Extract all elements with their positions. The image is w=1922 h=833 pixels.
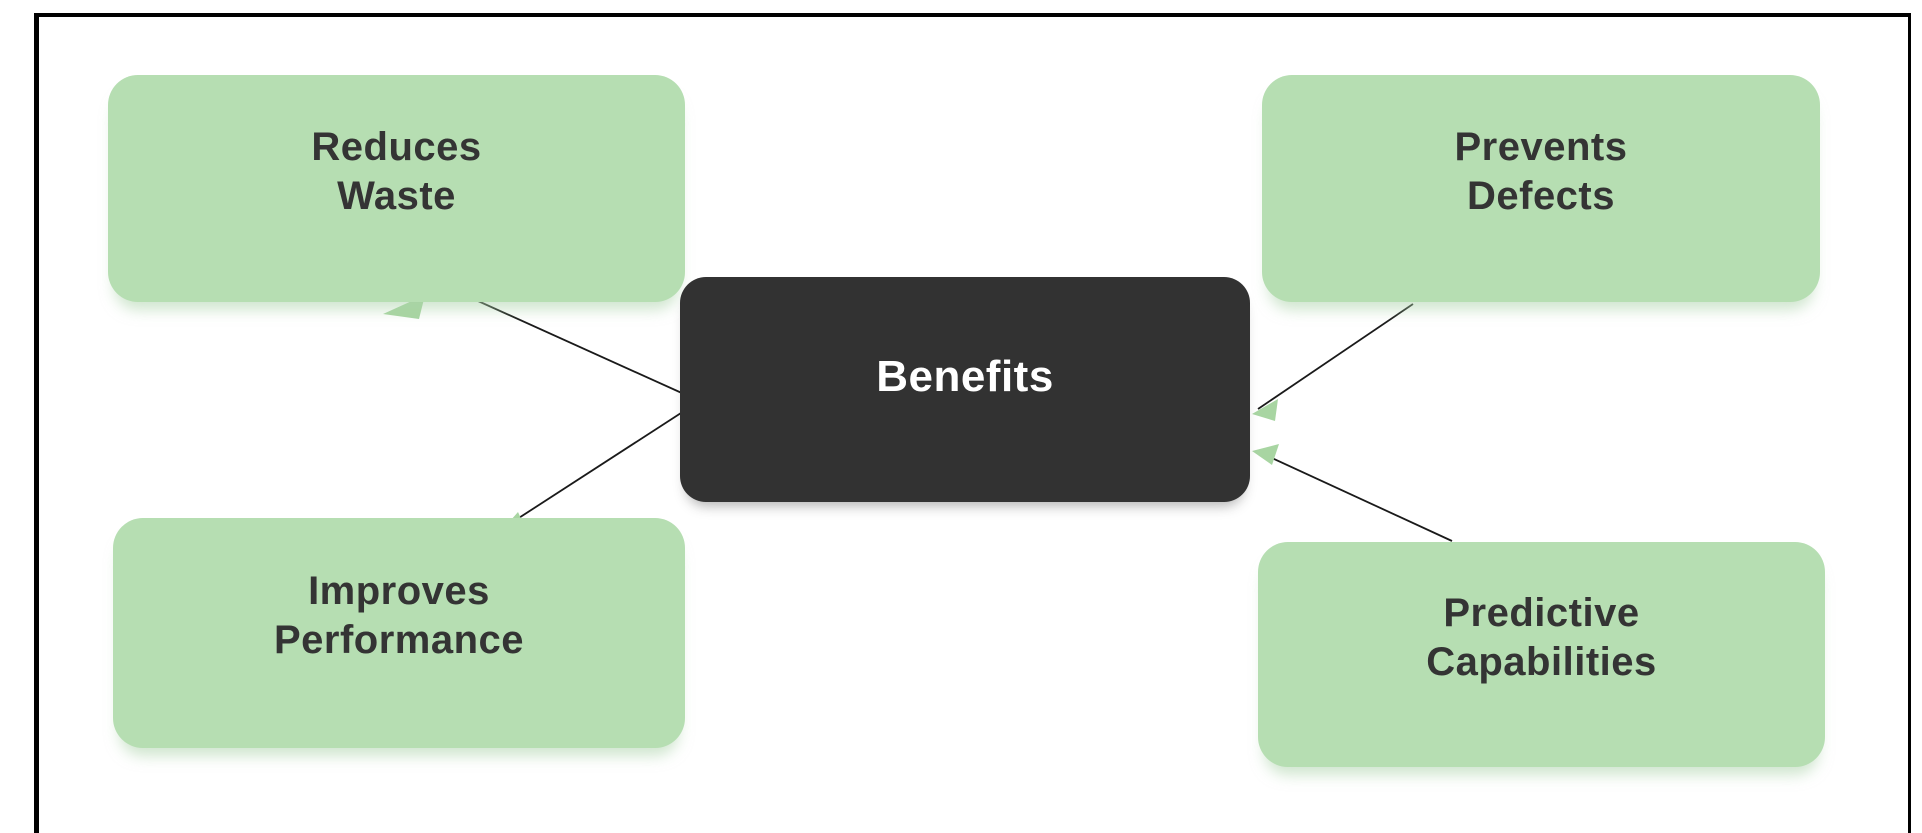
node-improves-performance[interactable]: Improves Performance — [113, 518, 685, 748]
connector-center-to-top-left — [477, 300, 685, 395]
node-prevents-defects-label: Prevents Defects — [1454, 124, 1628, 218]
connector-bottom-right-to-center — [1258, 451, 1453, 542]
arrowhead-center-right-lower — [1252, 444, 1279, 465]
node-prevents-defects[interactable]: Prevents Defects — [1262, 75, 1820, 302]
node-predictive-capabilities[interactable]: Predictive Capabilities — [1258, 542, 1825, 767]
connector-top-right-to-center — [1257, 303, 1414, 410]
connector-center-to-bottom-left — [507, 412, 682, 526]
node-reduces-waste-label: Reduces Waste — [311, 124, 482, 218]
node-benefits-label: Benefits — [876, 351, 1054, 401]
arrowhead-center-right-upper — [1252, 399, 1278, 421]
node-predictive-capabilities-label: Predictive Capabilities — [1426, 590, 1657, 684]
node-improves-performance-label: Improves Performance — [273, 569, 525, 662]
node-benefits-center[interactable]: Benefits — [680, 277, 1250, 502]
node-reduces-waste[interactable]: Reduces Waste — [108, 75, 685, 302]
